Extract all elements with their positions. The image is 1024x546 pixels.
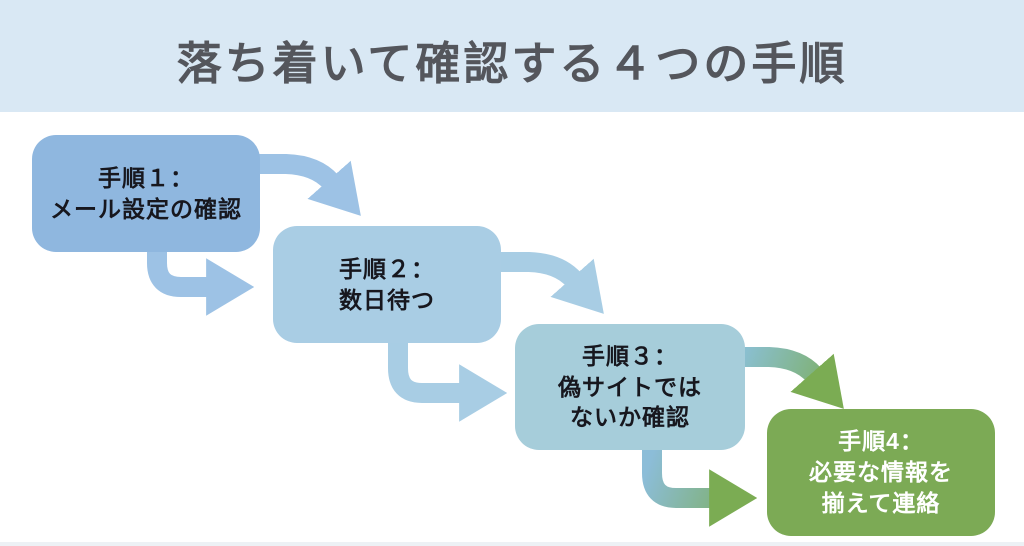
step-4-heading: 手順4： <box>838 428 924 455</box>
arrow-step1-to-step2-bottom-icon <box>147 247 255 316</box>
step-1-box: 手順１： メール設定の確認 <box>32 135 260 252</box>
title-banner: 落ち着いて確認する４つの手順 <box>0 0 1024 112</box>
step-3-heading: 手順３： <box>582 342 678 369</box>
arrow-step3-to-step4-bottom-icon <box>642 448 758 527</box>
step-1-description: メール設定の確認 <box>50 195 242 222</box>
page-title: 落ち着いて確認する４つの手順 <box>176 37 848 89</box>
arrow-step2-to-step3-top-icon <box>499 252 604 314</box>
step-2-box: 手順２： 数日待つ <box>273 226 501 343</box>
step-4-description: 必要な情報を <box>809 459 953 486</box>
step-3-box: 手順３： 偽サイトでは ないか確認 <box>515 324 745 450</box>
step-1-heading: 手順１： <box>98 164 194 191</box>
step-4-description: 揃えて連絡 <box>821 489 941 516</box>
arrow-step3-to-step4-top-icon <box>742 347 844 409</box>
step-3-description: 偽サイトでは <box>558 373 702 400</box>
step-2-description: 数日待つ <box>339 286 435 313</box>
arrow-step2-to-step3-bottom-icon <box>388 341 508 422</box>
bottom-edge-divider <box>0 542 1024 546</box>
step-2-heading: 手順２： <box>339 255 435 282</box>
arrow-step1-to-step2-top-icon <box>256 154 361 216</box>
step-3-description: ないか確認 <box>570 404 690 431</box>
step-4-box: 手順4： 必要な情報を 揃えて連絡 <box>767 409 995 536</box>
